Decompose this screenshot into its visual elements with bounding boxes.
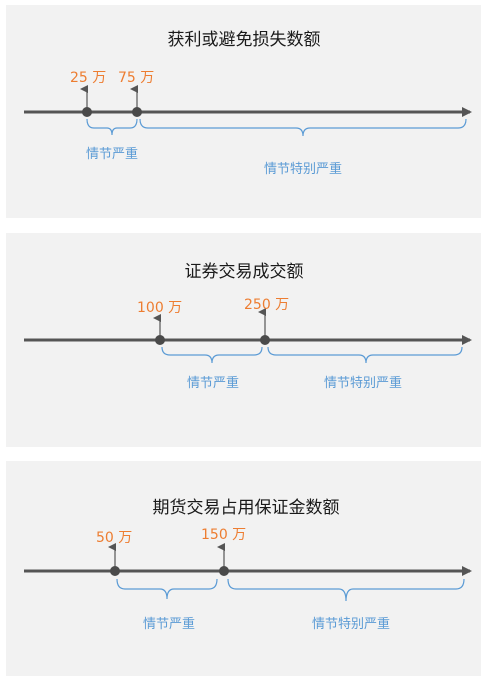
range-label-serious: 情节严重 <box>86 146 138 162</box>
panel-title: 证券交易成交额 <box>185 262 304 282</box>
range-brace <box>139 118 467 137</box>
threshold-value-2: 250 万 <box>244 297 289 313</box>
range-brace <box>86 118 138 136</box>
panel-title: 期货交易占用保证金数额 <box>153 498 340 518</box>
range-label-especially-serious: 情节特别严重 <box>324 375 402 391</box>
threshold-value-1: 50 万 <box>96 530 132 546</box>
threshold-dot <box>155 335 165 345</box>
threshold-value-2: 150 万 <box>201 527 246 543</box>
range-label-especially-serious: 情节特别严重 <box>312 616 390 632</box>
threshold-diagram: 获利或避免损失数额 25 万 75 万 情节严重 情节特别严重 <box>24 30 472 177</box>
range-brace <box>227 578 465 602</box>
threshold-value-1: 100 万 <box>137 300 182 316</box>
threshold-dot <box>260 335 270 345</box>
range-brace <box>116 578 218 600</box>
threshold-value-2: 75 万 <box>118 70 154 86</box>
range-label-serious: 情节严重 <box>143 616 195 632</box>
panel-title: 获利或避免损失数额 <box>168 30 321 50</box>
threshold-value-1: 25 万 <box>70 70 106 86</box>
threshold-dot <box>132 107 142 117</box>
threshold-diagram: 期货交易占用保证金数额 50 万 150 万 情节严重 情节特别严重 <box>24 498 472 632</box>
range-label-especially-serious: 情节特别严重 <box>264 161 342 177</box>
threshold-dot <box>82 107 92 117</box>
panel-profit-or-loss-avoided: 获利或避免损失数额 25 万 75 万 情节严重 情节特别严重 <box>6 5 481 218</box>
panel-futures-margin: 期货交易占用保证金数额 50 万 150 万 情节严重 情节特别严重 <box>6 461 481 676</box>
threshold-diagram: 证券交易成交额 100 万 250 万 情节严重 情节特别严重 <box>24 262 472 391</box>
threshold-dot <box>110 566 120 576</box>
range-brace <box>267 346 463 364</box>
threshold-dot <box>219 566 229 576</box>
range-label-serious: 情节严重 <box>187 375 239 391</box>
range-brace <box>161 346 263 364</box>
panel-securities-turnover: 证券交易成交额 100 万 250 万 情节严重 情节特别严重 <box>6 233 481 447</box>
